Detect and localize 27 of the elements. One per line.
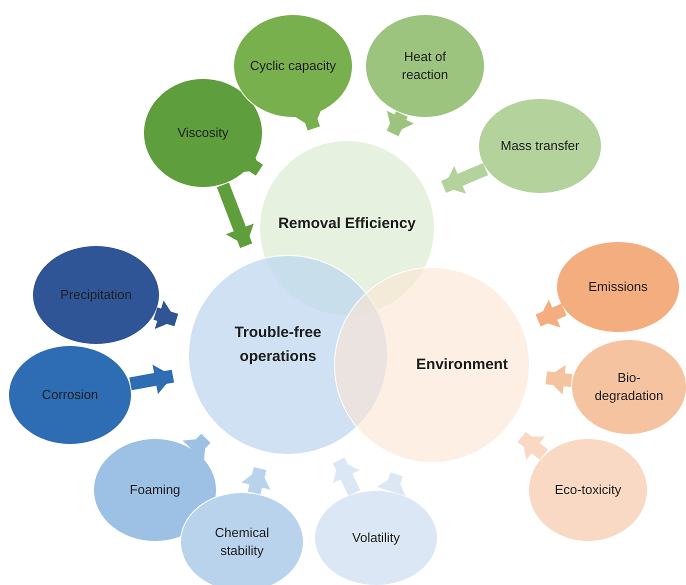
factor-label: Eco-toxicity xyxy=(554,481,622,499)
factor-label: Heat of reaction xyxy=(400,48,450,84)
factor-label: Volatility xyxy=(352,529,400,547)
arrow xyxy=(216,182,254,248)
factor-label: Emissions xyxy=(588,278,648,296)
arrow xyxy=(386,110,414,136)
arrow xyxy=(536,300,567,328)
factor-label: Viscosity xyxy=(177,124,229,142)
arrow xyxy=(546,364,572,395)
factor-label: Mass transfer xyxy=(500,137,580,155)
topic-label: Trouble-free operations xyxy=(234,323,322,367)
arrow xyxy=(518,432,548,460)
arrow xyxy=(241,467,270,495)
factor-label: Foaming xyxy=(130,481,180,499)
arrow xyxy=(182,434,211,462)
arrow xyxy=(376,472,406,496)
arrow xyxy=(441,163,488,194)
factor-label: Cyclic capacity xyxy=(250,57,336,75)
factor-label: Precipitation xyxy=(60,286,132,304)
arrow xyxy=(153,300,178,330)
factor-label: Chemical stability xyxy=(214,524,270,560)
arrow xyxy=(332,458,360,496)
topic-label: Removal Efficiency xyxy=(278,214,416,234)
factor-label: Corrosion xyxy=(42,386,98,404)
factor-label: Bio-degradation xyxy=(594,369,664,405)
arrow xyxy=(129,364,174,394)
topic-label: Environment xyxy=(416,355,508,375)
